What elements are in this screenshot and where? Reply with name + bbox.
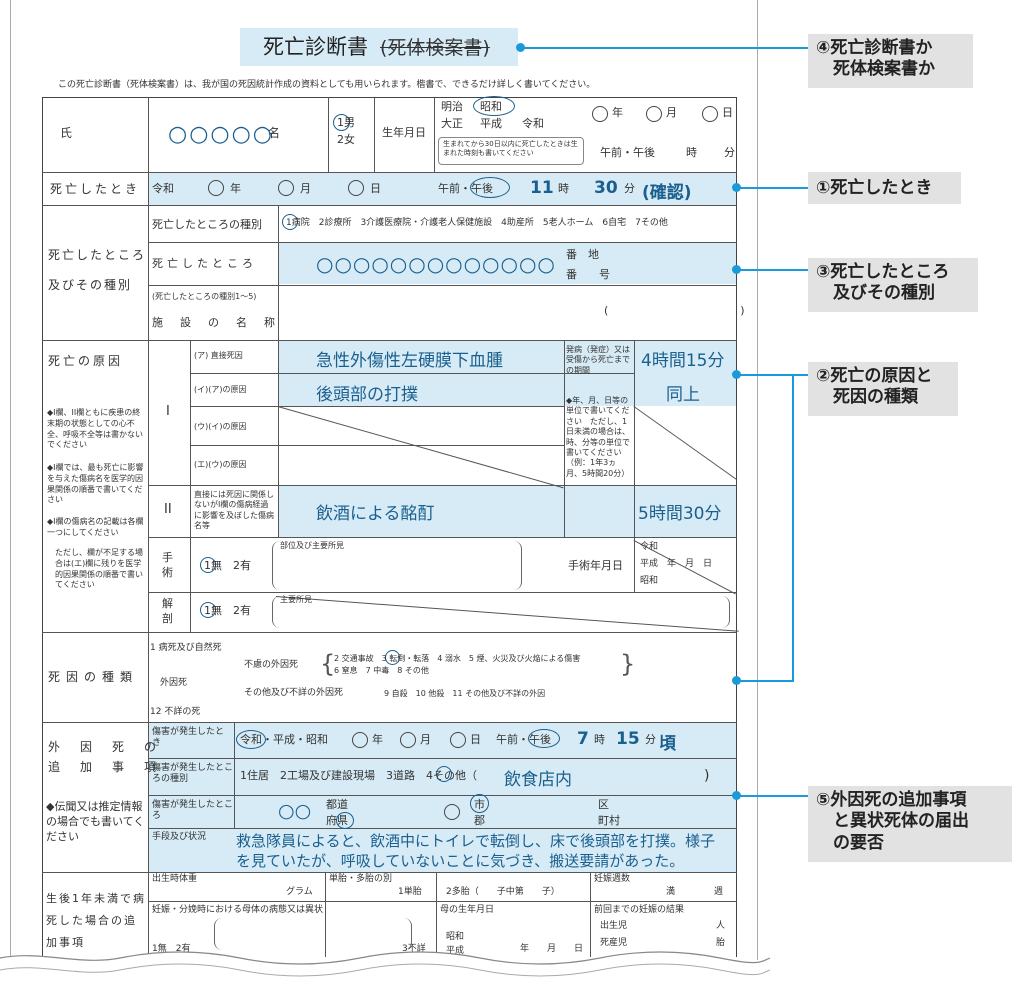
pm-circle	[470, 177, 510, 198]
cause-ii-value: 飲酒による酩酊	[316, 504, 435, 524]
callout-2: ②死亡の原因と 死因の種類	[808, 362, 958, 416]
form-title-struck: (死体検案書)	[380, 37, 490, 59]
death-hour: 11	[530, 178, 554, 198]
period-a: 4時間15分	[641, 351, 725, 371]
paper-edge-right	[757, 0, 758, 960]
name-label: 氏 名	[60, 126, 321, 140]
era-heisei: 平成	[480, 117, 502, 130]
form-border	[42, 97, 737, 957]
place-value: ○○○○○○○○○○○○○	[316, 252, 556, 276]
cause-ii-fill	[278, 485, 634, 537]
period-fill	[634, 340, 737, 406]
callout-4: ④死亡診断書か 死体検案書か	[808, 34, 973, 88]
era-taisho: 大正	[441, 117, 463, 130]
death-minute: 30	[594, 178, 618, 198]
cause-b-value: 後頭部の打撲	[316, 385, 418, 405]
death-time-label: 死亡したとき	[50, 182, 141, 196]
period-ii: 5時間30分	[638, 504, 722, 524]
form-intro: この死亡診断書（死体検案書）は、我が国の死因統計作成の資料としても用いられます。…	[58, 80, 596, 90]
name-value: ○○○○○	[168, 122, 274, 147]
sex-male-circle	[333, 114, 350, 131]
era-showa: 昭和	[480, 100, 502, 113]
method-line-1: 救急隊員によると、飲酒中にトイレで転倒し、床で後頭部を打撲。様子	[236, 832, 715, 850]
death-confirmed: (確認)	[642, 183, 692, 203]
callout-5: ⑤外因死の追加事項 と異状死体の届出 の要否	[808, 786, 1012, 862]
sex-male: 1男	[337, 116, 355, 129]
era-meiji: 明治	[441, 100, 463, 113]
paper-edge-left	[10, 0, 11, 960]
place-fill	[278, 242, 737, 284]
title-highlight	[240, 28, 518, 66]
cause-a-value: 急性外傷性左硬膜下血腫	[316, 351, 503, 371]
era-reiwa: 令和	[522, 117, 544, 130]
period-ii-fill	[634, 485, 737, 537]
sex-female: 2女	[337, 133, 355, 146]
torn-edge	[0, 951, 770, 988]
dob-note: 生まれてから30日以内に死亡したときは生まれた時刻も書いてください	[443, 140, 578, 158]
external-place-other: 飲食店内	[504, 770, 572, 790]
callout-1: ①死亡したとき	[808, 172, 961, 204]
place-type-circle	[282, 214, 298, 230]
death-time-fill	[148, 172, 737, 205]
callout-3: ③死亡したところ 及びその種別	[808, 258, 978, 312]
dob-label: 生年月日	[382, 126, 426, 139]
form-title: 死亡診断書	[263, 35, 368, 59]
method-line-2: を見ていたが、呼吸していないことに気づき、搬送要請があった。	[236, 852, 685, 870]
era-showa-circle	[473, 96, 515, 116]
period-b: 同上	[666, 385, 700, 405]
place-types: 1病院 2診療所 3介護医療院・介護老人保健施設 4助産所 5老人ホーム 6自宅…	[286, 218, 668, 228]
